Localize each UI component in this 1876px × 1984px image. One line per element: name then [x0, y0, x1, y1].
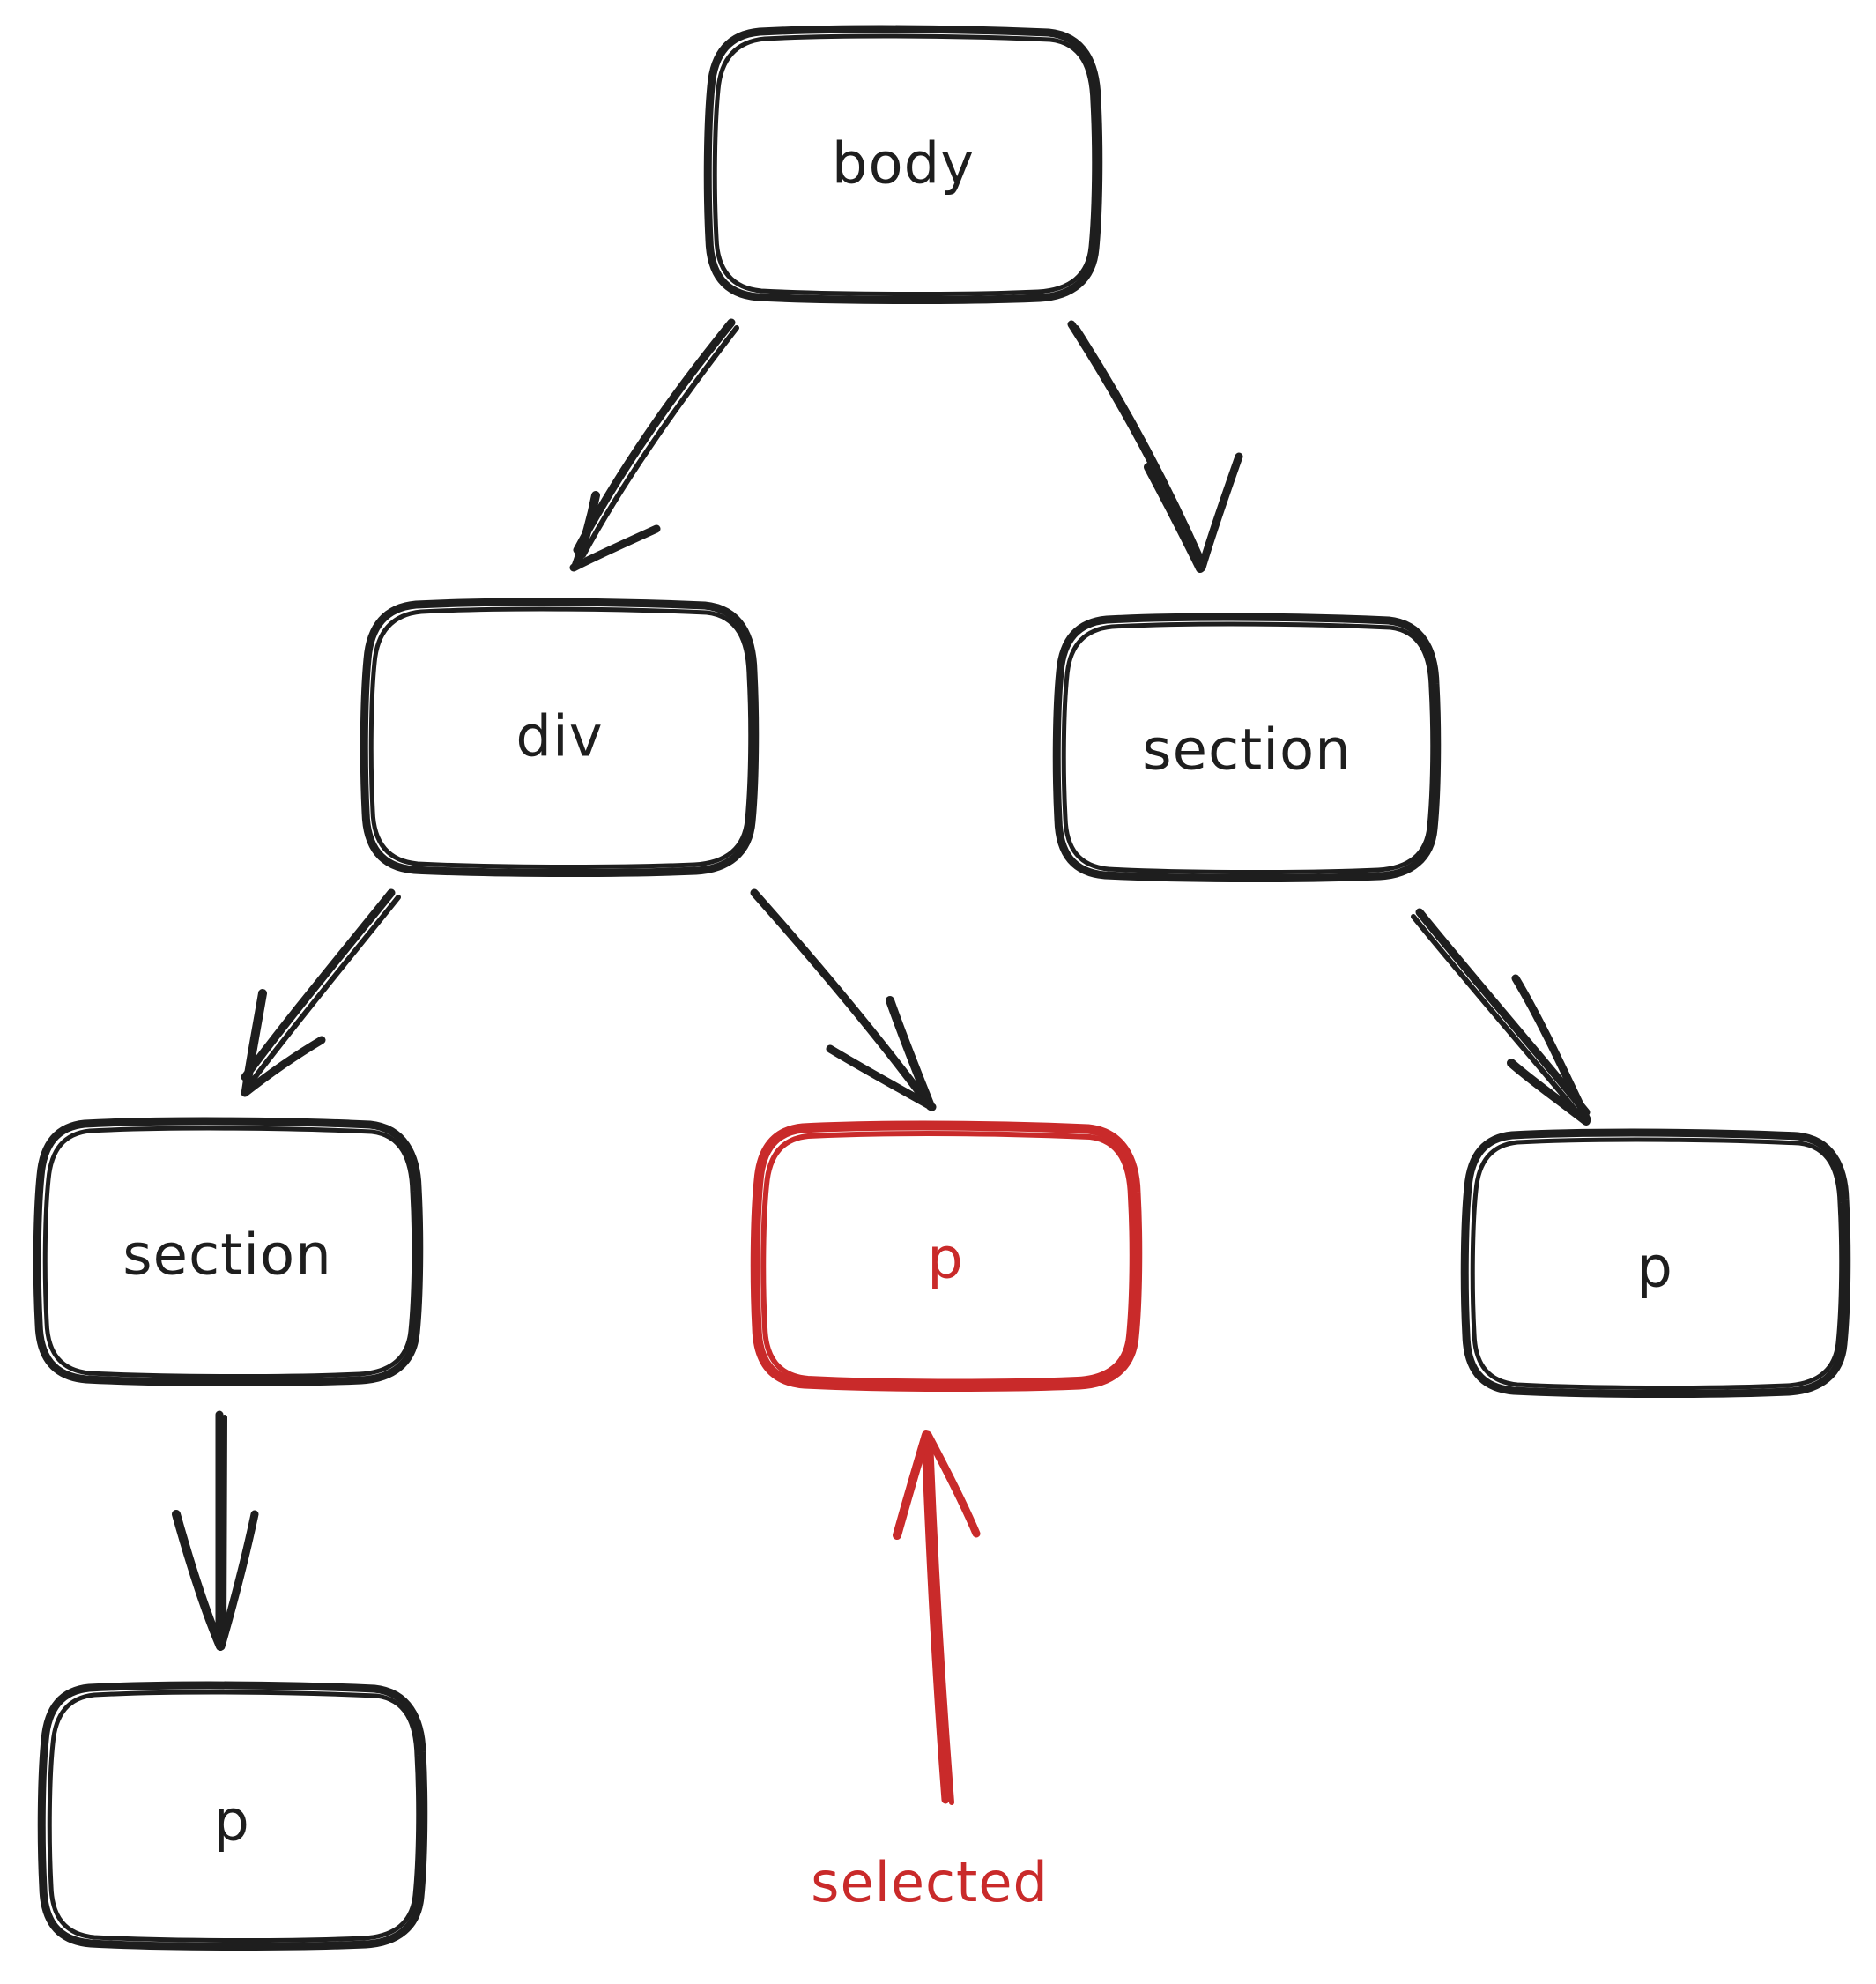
node-label-p-bottom: p: [213, 1789, 250, 1854]
node-label-body: body: [832, 132, 975, 197]
node-p-right[interactable]: p: [1460, 1128, 1851, 1399]
edge-body-to-section-right: [1067, 320, 1243, 573]
node-label-p-selected: p: [927, 1227, 964, 1292]
node-p-selected[interactable]: p: [750, 1120, 1143, 1393]
edge-div-to-section-left: [241, 888, 401, 1097]
node-div[interactable]: div: [360, 598, 760, 878]
node-body[interactable]: body: [703, 25, 1103, 305]
node-label-section-left: section: [122, 1223, 332, 1289]
annotation-label-selected: selected: [811, 1850, 1049, 1914]
edge-body-to-div: [569, 318, 739, 572]
node-label-div: div: [515, 705, 603, 770]
node-p-bottom[interactable]: p: [37, 1681, 428, 1951]
node-section-right[interactable]: section: [1052, 613, 1442, 883]
edge-section-right-to-p-right: [1411, 908, 1591, 1126]
node-label-section-right: section: [1142, 718, 1352, 784]
node-section-left[interactable]: section: [33, 1117, 424, 1387]
edge-div-to-p-selected: [750, 888, 937, 1111]
node-label-p-right: p: [1636, 1236, 1673, 1301]
selected-annotation-arrow: [893, 1430, 981, 1805]
edge-section-left-to-p-bottom: [172, 1410, 259, 1651]
